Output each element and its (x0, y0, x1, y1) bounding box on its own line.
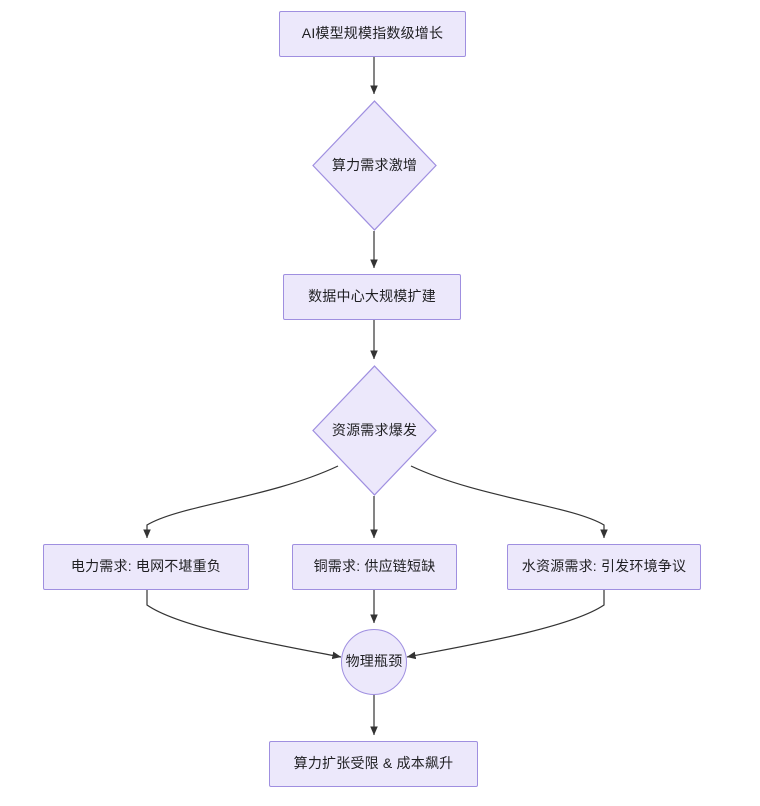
node-datacenter-buildout[interactable]: 数据中心大规模扩建 (283, 274, 461, 320)
node-power-demand[interactable]: 电力需求: 电网不堪重负 (43, 544, 249, 590)
node-label: 铜需求: 供应链短缺 (313, 558, 436, 575)
node-label: AI模型规模指数级增长 (301, 25, 444, 42)
diamond-shape (312, 100, 437, 231)
edge-n4-to-n5 (143, 465, 339, 539)
node-resource-demand-explosion[interactable]: 资源需求爆发 (312, 365, 437, 496)
node-physical-bottleneck[interactable]: 物理瓶颈 (341, 629, 407, 695)
node-compute-expansion-limited[interactable]: 算力扩张受限 & 成本飙升 (269, 741, 478, 787)
node-ai-model-scale-growth[interactable]: AI模型规模指数级增长 (279, 11, 466, 57)
node-label: 算力扩张受限 & 成本飙升 (293, 755, 454, 772)
node-label: 水资源需求: 引发环境争议 (521, 558, 687, 575)
node-compute-demand-surge[interactable]: 算力需求激增 (312, 100, 437, 231)
diamond-shape (312, 365, 437, 496)
edge-n5-to-n8 (146, 590, 342, 660)
edge-n4-to-n7 (410, 465, 608, 539)
edge-n7-to-n8 (406, 590, 605, 660)
node-water-demand[interactable]: 水资源需求: 引发环境争议 (507, 544, 701, 590)
node-label: 电力需求: 电网不堪重负 (70, 558, 222, 575)
node-label: 物理瓶颈 (345, 653, 403, 670)
node-label: 数据中心大规模扩建 (308, 288, 436, 305)
node-copper-demand[interactable]: 铜需求: 供应链短缺 (292, 544, 457, 590)
